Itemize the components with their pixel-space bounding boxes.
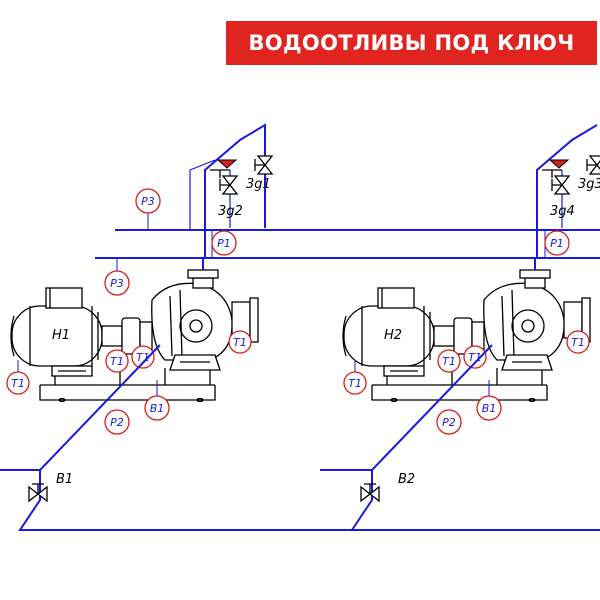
tag-t1-1d: T1 [6,360,30,395]
tag-t1-2c: T1 [566,330,590,354]
svg-text:P3: P3 [141,195,155,208]
svg-text:T1: T1 [468,351,482,364]
svg-text:P3: P3 [110,277,124,290]
svg-text:T1: T1 [110,355,124,368]
valve-3g2: 3g2 [218,175,243,219]
recirc-line-2 [536,124,598,258]
svg-text:T1: T1 [571,336,585,349]
valve-3g3: 3g3 [578,155,600,192]
tag-p3-lower: P3 [104,258,130,296]
suction-line-2 [351,344,493,531]
svg-text:3g4: 3g4 [550,204,575,219]
svg-text:T1: T1 [136,351,150,364]
svg-text:P2: P2 [110,416,124,429]
tag-t1-2a: T1 [437,349,461,373]
svg-text:P1: P1 [217,237,231,250]
pump-unit-1: H1 [10,269,259,403]
tag-t1-2b: T1 [463,345,487,369]
svg-text:P1: P1 [550,237,564,250]
valve-3g1: 3g1 [246,155,273,192]
valve-3g4: 3g4 [550,175,575,219]
svg-text:T1: T1 [233,336,247,349]
control-valve-actuator-1 [210,159,238,178]
tag-b1-1: B1 [144,380,170,421]
svg-text:T1: T1 [11,377,25,390]
svg-text:3g1: 3g1 [246,177,271,192]
tag-t1-1c: T1 [228,330,252,354]
tag-p1-1: P1 [211,230,237,258]
svg-text:3g2: 3g2 [218,204,243,219]
svg-text:P2: P2 [442,416,456,429]
control-valve-actuator-2 [542,159,570,178]
title-banner: ВОДООТЛИВЫ ПОД КЛЮЧ [226,21,597,65]
suction-valve-b2: B2 [360,472,415,502]
tag-b1-2: B1 [476,380,502,421]
motor-label-1: H1 [52,328,70,343]
tag-p2-1: P2 [104,409,130,435]
pump-unit-2: H2 [342,269,591,403]
svg-text:B2: B2 [398,472,415,487]
svg-text:B1: B1 [150,402,165,415]
svg-text:T1: T1 [348,377,362,390]
tag-t1-2d: T1 [343,360,367,395]
tag-p3-upper: P3 [135,188,161,230]
tag-t1-1b: T1 [131,345,155,369]
svg-text:T1: T1 [442,355,456,368]
tag-p1-2: P1 [544,230,570,258]
motor-label-2: H2 [384,328,402,343]
svg-text:3g3: 3g3 [578,177,600,192]
svg-text:B1: B1 [482,402,497,415]
tag-p2-2: P2 [436,409,462,435]
svg-text:B1: B1 [56,472,73,487]
suction-valve-b1: B1 [28,472,73,502]
suction-line-1 [18,344,600,531]
tag-t1-1a: T1 [105,349,129,373]
